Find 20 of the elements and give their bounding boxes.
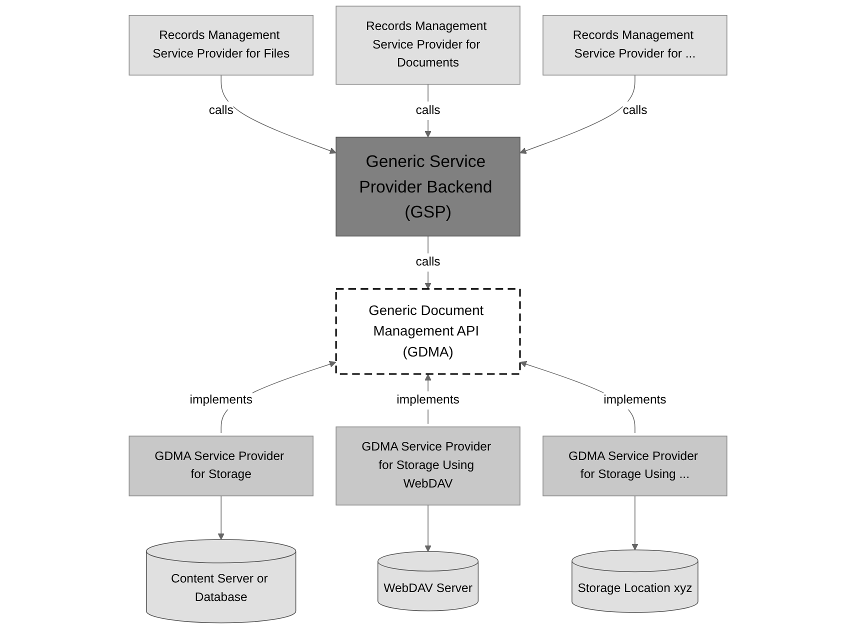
node-box: GDMA Service Provider for Storage	[128, 436, 314, 496]
edge-label: calls	[416, 104, 440, 117]
node-box: Records Management Service Provider for ...	[542, 14, 728, 76]
arrow	[424, 504, 432, 552]
node-box: Generic Service Provider Backend (GSP)	[336, 136, 520, 236]
edge-label: calls	[208, 104, 234, 117]
arrow	[218, 495, 224, 540]
edge-label: calls	[416, 256, 440, 269]
arrow	[632, 495, 638, 550]
node-box: GDMA Service Provider for Storage Using WebDAV	[336, 426, 520, 506]
edge-label: implements	[396, 394, 460, 407]
edge-label: calls	[622, 104, 648, 117]
node-box: Records Management Service Provider for Documents	[336, 6, 520, 85]
arrow	[220, 74, 336, 154]
node-box: GDMA Service Provider for Storage Using ...	[542, 436, 728, 496]
edge-label: implements	[604, 394, 666, 407]
edge-label: implements	[190, 394, 252, 407]
arrow	[520, 74, 636, 154]
node-box: Records Management Service Provider for Files	[128, 14, 314, 76]
node-box: Generic Document Management API (GDMA)	[335, 288, 521, 375]
